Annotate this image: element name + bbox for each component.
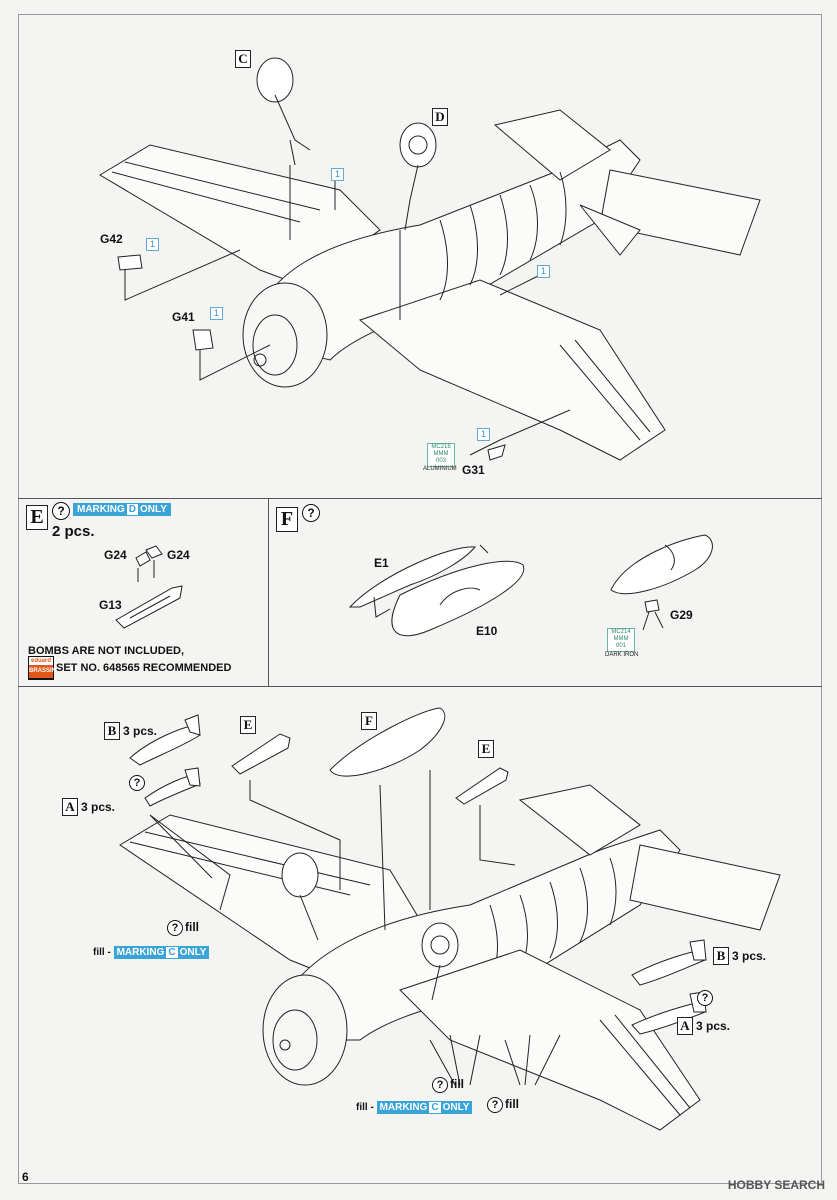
- paint-code: MC214: [611, 629, 631, 635]
- part-label-g24-right: G24: [167, 548, 190, 562]
- question-mark-icon: ?: [129, 775, 145, 791]
- fill-label-right: fill: [505, 1097, 519, 1111]
- question-mark-icon: ?: [697, 990, 713, 1006]
- callout-box-a-top: A: [62, 798, 78, 816]
- callout-box-e-left: E: [240, 716, 256, 734]
- paint-brand: MMM: [613, 636, 629, 642]
- callout-box-a-right: A: [677, 1017, 693, 1035]
- fill-marking-prefix: fill -: [93, 947, 114, 958]
- marking-letter: C: [166, 947, 178, 958]
- bomb-note-line2: SET NO. 648565 RECOMMENDED: [56, 662, 232, 674]
- divider-middle: [18, 686, 822, 687]
- question-mark-icon: ?: [487, 1097, 503, 1113]
- paint-number: 003: [435, 458, 446, 464]
- paint-code: MC218: [431, 444, 451, 450]
- fill-label-left: fill: [185, 920, 199, 934]
- eduard-brassin-logo: eduard BRASSIN: [28, 656, 56, 680]
- question-mark-icon: ?: [167, 920, 183, 936]
- assembled-drop-tank-illustration: [610, 534, 713, 631]
- bomb-note-line1: BOMBS ARE NOT INCLUDED,: [28, 645, 185, 657]
- paint-chip-dark-iron: MC214 MMM 001: [607, 628, 635, 652]
- marking-suffix: ONLY: [442, 1102, 470, 1113]
- step-marker: 1: [331, 168, 344, 181]
- panel-e-quantity: 2 pcs.: [52, 523, 95, 540]
- hobby-search-watermark: HOBBY SEARCH: [727, 1178, 825, 1192]
- drop-tank-parts-illustration: [348, 544, 525, 637]
- bomb-a-quantity-top: 3 pcs.: [81, 800, 116, 814]
- step-marker: 1: [210, 307, 223, 320]
- panel-f-letter: F: [276, 507, 298, 532]
- paint-number: 001: [615, 643, 626, 649]
- callout-box-b-top: B: [104, 722, 120, 740]
- step-marker: 1: [477, 428, 490, 441]
- callout-box-e-right: E: [478, 740, 494, 758]
- paint-name-aluminium: ALUMINIUM: [423, 466, 457, 472]
- marking-letter: D: [126, 504, 139, 515]
- part-label-g31: G31: [462, 463, 485, 477]
- marking-text: MARKING: [116, 947, 165, 958]
- callout-box-f: F: [361, 712, 377, 730]
- marking-suffix: ONLY: [140, 504, 167, 515]
- fill-label-center: fill: [450, 1077, 464, 1091]
- part-label-g24-left: G24: [104, 548, 127, 562]
- fill-marking-prefix: fill -: [356, 1102, 377, 1113]
- part-label-g41: G41: [172, 310, 195, 324]
- pylon-e-illustration: [115, 545, 183, 629]
- marking-prefix: MARKING: [77, 504, 125, 515]
- part-label-e1: E1: [374, 556, 389, 570]
- part-label-g29: G29: [670, 608, 693, 622]
- callout-box-d: D: [432, 108, 448, 126]
- top-aircraft-illustration: [99, 57, 761, 461]
- marking-suffix: ONLY: [179, 947, 207, 958]
- marking-letter: C: [429, 1102, 441, 1113]
- bomb-a-quantity-right: 3 pcs.: [696, 1019, 731, 1033]
- callout-box-b-right: B: [713, 947, 729, 965]
- question-mark-icon: ?: [432, 1077, 448, 1093]
- part-label-g42: G42: [100, 232, 123, 246]
- step-marker: 1: [537, 265, 550, 278]
- paint-brand: MMM: [433, 451, 449, 457]
- divider-top: [18, 498, 822, 499]
- page-frame: [18, 14, 822, 1184]
- part-label-g13: G13: [99, 598, 122, 612]
- bomb-b-quantity-right: 3 pcs.: [732, 949, 767, 963]
- page-number: 6: [22, 1170, 29, 1184]
- divider-ef: [268, 498, 269, 686]
- question-mark-icon: ?: [52, 502, 70, 520]
- callout-box-c: C: [235, 50, 251, 68]
- paint-chip-aluminium: MC218 MMM 003: [427, 443, 455, 467]
- brassin-logo-top: eduard: [29, 657, 53, 665]
- question-mark-icon: ?: [302, 504, 320, 522]
- paint-name-dark-iron: DARK IRON: [605, 652, 639, 658]
- brassin-logo-bottom: BRASSIN: [29, 665, 56, 678]
- marking-text: MARKING: [379, 1102, 428, 1113]
- step-marker: 1: [146, 238, 159, 251]
- bottom-aircraft-illustration: [119, 707, 781, 1131]
- panel-e-letter: E: [26, 505, 48, 530]
- part-label-e10: E10: [476, 624, 498, 638]
- bomb-b-quantity-top: 3 pcs.: [123, 724, 158, 738]
